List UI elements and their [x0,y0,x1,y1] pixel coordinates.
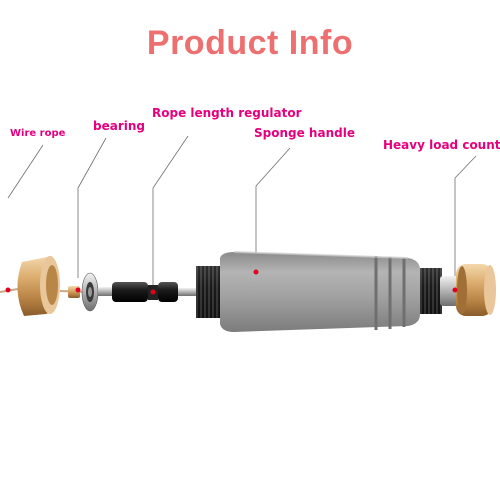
regulator-pin [178,288,198,296]
marker-wire-rope [5,287,11,293]
bearing-collar [98,287,112,296]
marker-sponge [253,269,259,275]
label-sponge-handle: Sponge handle [254,126,355,140]
marker-regulator [150,289,156,295]
leader-lines [7,135,477,290]
label-rope-length-regulator: Rope length regulator [152,106,302,120]
regulator-body-right [158,282,178,302]
leader-sponge [255,147,291,272]
leader-wire-rope [7,144,44,199]
leader-bearing [77,137,107,278]
label-bearing: bearing [93,119,145,133]
sponge-handle-part [220,251,420,332]
page-title: Product Info [146,24,354,62]
regulator-body-left [112,282,148,302]
bearing-part [81,272,99,312]
marker-bearing [75,287,81,293]
label-heavy-load-count: Heavy load count [383,138,500,152]
label-wire-rope: Wire rope [10,128,66,139]
leader-regulator [152,135,189,290]
marker-dots [5,269,458,295]
left-gold-cap [17,256,60,316]
counter-ring [440,276,458,306]
leader-counter [454,155,477,288]
marker-counter [452,287,458,293]
right-gold-cap [456,264,496,316]
